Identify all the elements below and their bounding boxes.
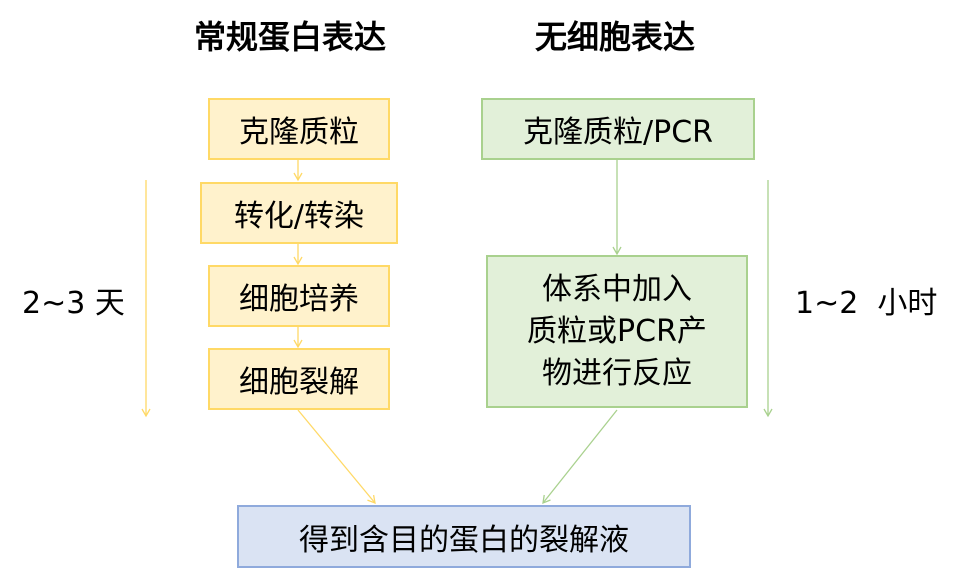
step-clone-plasmid: 克隆质粒 — [208, 98, 390, 160]
cell-free-duration-label: 1~2 小时 — [795, 286, 938, 321]
arrow-reaction-to-result — [542, 409, 618, 505]
step-cell-culture: 细胞培养 — [208, 265, 390, 327]
reaction-line-1: 体系中加入 — [542, 271, 692, 307]
reaction-line-2: 质粒或PCR产 — [527, 313, 707, 349]
conventional-expression-heading: 常规蛋白表达 — [193, 18, 386, 56]
step-cell-lysis: 细胞裂解 — [208, 348, 390, 410]
reaction-line-3: 物进行反应 — [542, 355, 692, 391]
step-clone-plasmid-pcr: 克隆质粒/PCR — [481, 98, 755, 160]
step-cell-free-reaction: 体系中加入 质粒或PCR产 物进行反应 — [486, 255, 748, 408]
conventional-duration-label: 2~3 天 — [22, 286, 125, 321]
cell-free-expression-heading: 无细胞表达 — [534, 18, 695, 56]
step-transform-transfect: 转化/转染 — [200, 182, 398, 244]
arrow-lysis-to-result — [297, 409, 376, 505]
result-lysate: 得到含目的蛋白的裂解液 — [237, 505, 691, 568]
